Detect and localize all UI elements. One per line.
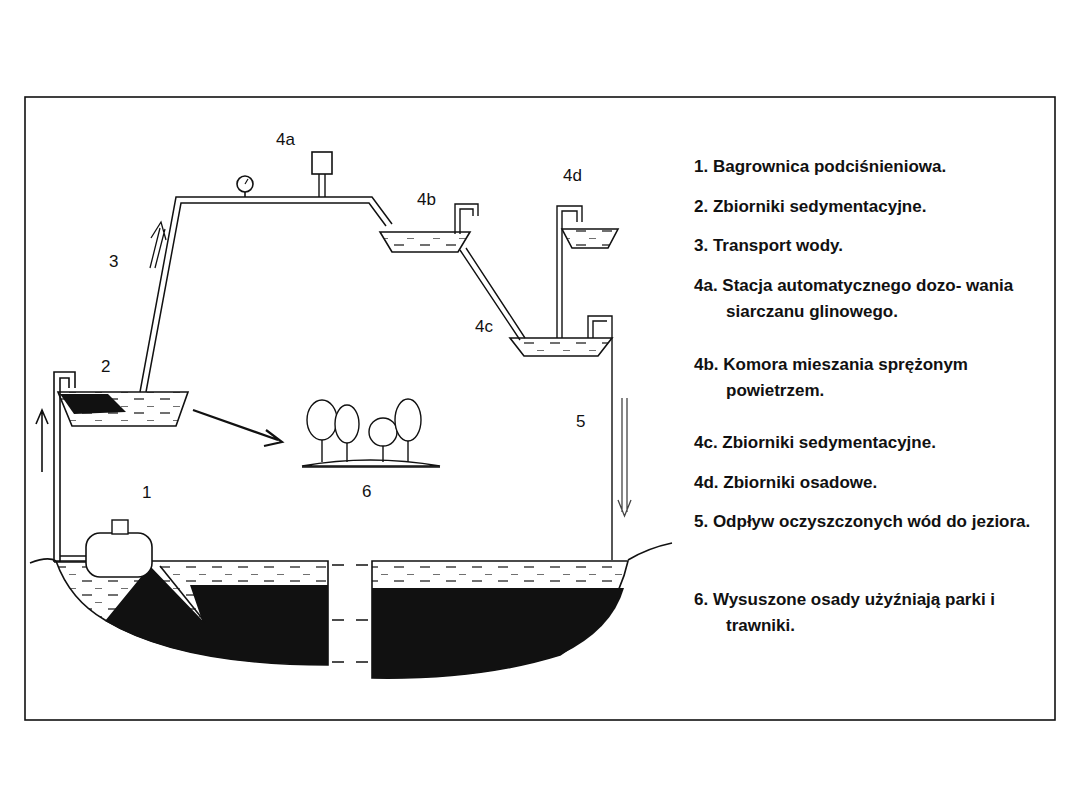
- callout-number: 3: [109, 252, 118, 272]
- callout-number: 6: [362, 482, 371, 502]
- sediment: [105, 566, 328, 665]
- sedimentation-tank: [510, 206, 612, 560]
- legend-item: 3. Transport wody.: [694, 233, 1048, 259]
- lake-water: [372, 561, 628, 678]
- legend-item: 4b. Komora mieszania sprężonym powietrze…: [694, 352, 1048, 404]
- legend-item: 6. Wysuszone osady użyźniają parki i tra…: [694, 587, 1048, 639]
- sediment: [372, 588, 624, 678]
- callout-number: 4a: [276, 130, 295, 150]
- callout-number: 1: [142, 483, 151, 503]
- legend-item: 4c. Zbiorniki sedymentacyjne.: [694, 430, 1048, 456]
- settling-tank: [562, 229, 618, 248]
- sedimentation-tank: [58, 392, 188, 426]
- callout-number: 4b: [417, 190, 436, 210]
- pipe: [140, 197, 392, 392]
- mixing-chamber: [380, 204, 525, 340]
- legend-item: 4d. Zbiorniki osadowe.: [694, 470, 1048, 496]
- legend-item: 5. Odpływ oczyszczonych wód do jeziora.: [694, 509, 1048, 535]
- legend-item: 4a. Stacja automatycznego dozo- wania si…: [694, 273, 1048, 325]
- callout-number: 5: [576, 412, 585, 432]
- frame: [25, 97, 1055, 720]
- callout-number: 2: [101, 357, 110, 377]
- legend-item: 1. Bagrownica podciśnieniowa.: [694, 154, 1048, 180]
- callout-number: 4d: [563, 166, 582, 186]
- callout-number: 4c: [475, 317, 493, 337]
- legend-item: 2. Zbiorniki sedymentacyjne.: [694, 194, 1048, 220]
- park-trees: [302, 399, 440, 467]
